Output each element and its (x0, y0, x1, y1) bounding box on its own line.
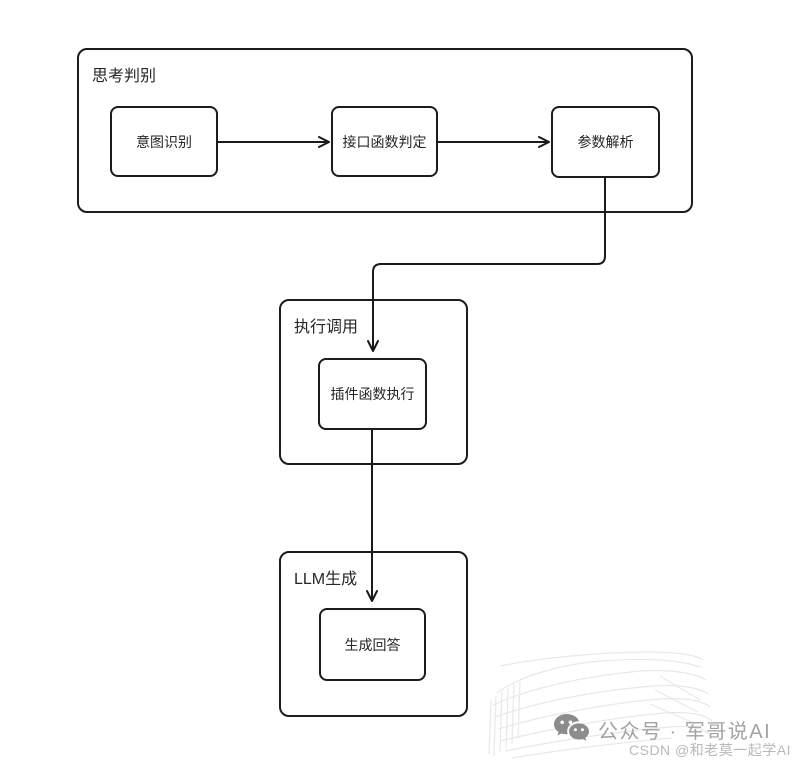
node-intent-recognition: 意图识别 (110, 106, 218, 177)
watermark-csdn-text: CSDN @和老莫一起学AI (629, 742, 791, 758)
node-parameter-parsing: 参数解析 (551, 106, 660, 178)
group-llm-generate: LLM生成 生成回答 (279, 551, 468, 717)
group-label-llm-generate: LLM生成 (294, 571, 358, 588)
node-interface-function-judge: 接口函数判定 (331, 106, 438, 177)
group-execute-call: 执行调用 插件函数执行 (279, 299, 468, 465)
node-label-plugin-function-execute: 插件函数执行 (330, 386, 415, 402)
group-label-think-judge: 思考判别 (92, 68, 157, 85)
node-label-generate-answer: 生成回答 (344, 636, 401, 653)
group-think-judge: 思考判别 意图识别 接口函数判定 参数解析 (77, 48, 693, 213)
watermark-wechat-row: 公众号 · 军哥说AI (552, 711, 771, 747)
node-label-parameter-parsing: 参数解析 (577, 134, 634, 150)
node-plugin-function-execute: 插件函数执行 (318, 358, 427, 430)
node-label-interface-function-judge: 接口函数判定 (342, 133, 427, 150)
node-label-intent-recognition: 意图识别 (136, 133, 192, 150)
wechat-icon (554, 714, 589, 741)
watermark-wechat-text: 公众号 · 军哥说AI (598, 720, 772, 743)
group-label-execute-call: 执行调用 (294, 319, 359, 336)
node-generate-answer: 生成回答 (319, 608, 426, 681)
